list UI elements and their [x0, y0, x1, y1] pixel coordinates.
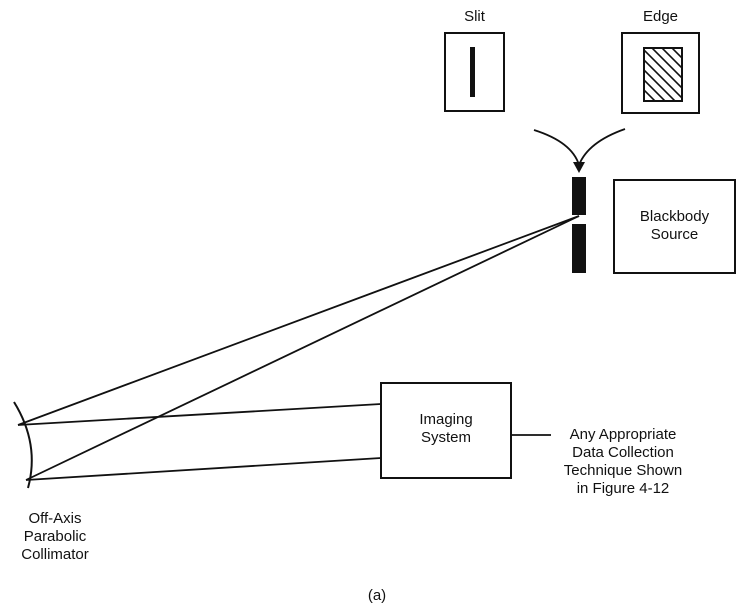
ray-mirror-bottom-to-imaging [25, 457, 382, 481]
blackbody-label-line-1: Blackbody [639, 208, 710, 225]
edge-label: Edge [642, 8, 679, 25]
data-collection-line-3: Technique Shown [563, 462, 683, 479]
slit-bar [470, 47, 475, 97]
slit-target [444, 32, 505, 112]
collimator-line-3: Collimator [21, 546, 89, 563]
selector-arrow [533, 128, 626, 166]
imaging-system-box [380, 382, 512, 479]
collimator-line-2: Parabolic [23, 528, 87, 545]
figure-caption: (a) [367, 587, 387, 604]
ray-slit-to-mirror-bottom [25, 215, 580, 481]
imaging-label-line-2: System [420, 429, 471, 446]
ray-slit-to-mirror-top [17, 215, 580, 426]
data-collection-line-2: Data Collection [572, 444, 674, 461]
aperture-plates [572, 177, 586, 273]
arrow-head [573, 162, 585, 173]
parabolic-mirror [13, 401, 33, 489]
data-collection-line-1: Any Appropriate [569, 426, 677, 443]
aperture-upper-plate [572, 177, 586, 215]
blackbody-label-line-2: Source [650, 226, 699, 243]
imaging-system-label: Imaging System [381, 411, 511, 447]
blackbody-source-label: Blackbody Source [614, 208, 735, 244]
ray-mirror-top-to-imaging [17, 403, 382, 426]
collimator-label: Off-Axis Parabolic Collimator [0, 510, 110, 564]
ray-lines [17, 215, 580, 481]
collimator-line-1: Off-Axis [28, 510, 82, 527]
blackbody-source-box [613, 179, 736, 274]
data-collection-label: Any Appropriate Data Collection Techniqu… [548, 426, 698, 498]
imaging-label-line-1: Imaging [419, 411, 473, 428]
aperture-lower-plate [572, 224, 586, 273]
edge-target [621, 32, 700, 114]
edge-hatching [644, 48, 682, 101]
slit-label: Slit [464, 8, 485, 25]
arrow-curve-left [533, 129, 580, 166]
data-collection-line-4: in Figure 4-12 [576, 480, 670, 497]
arrow-curve-right [578, 128, 626, 166]
